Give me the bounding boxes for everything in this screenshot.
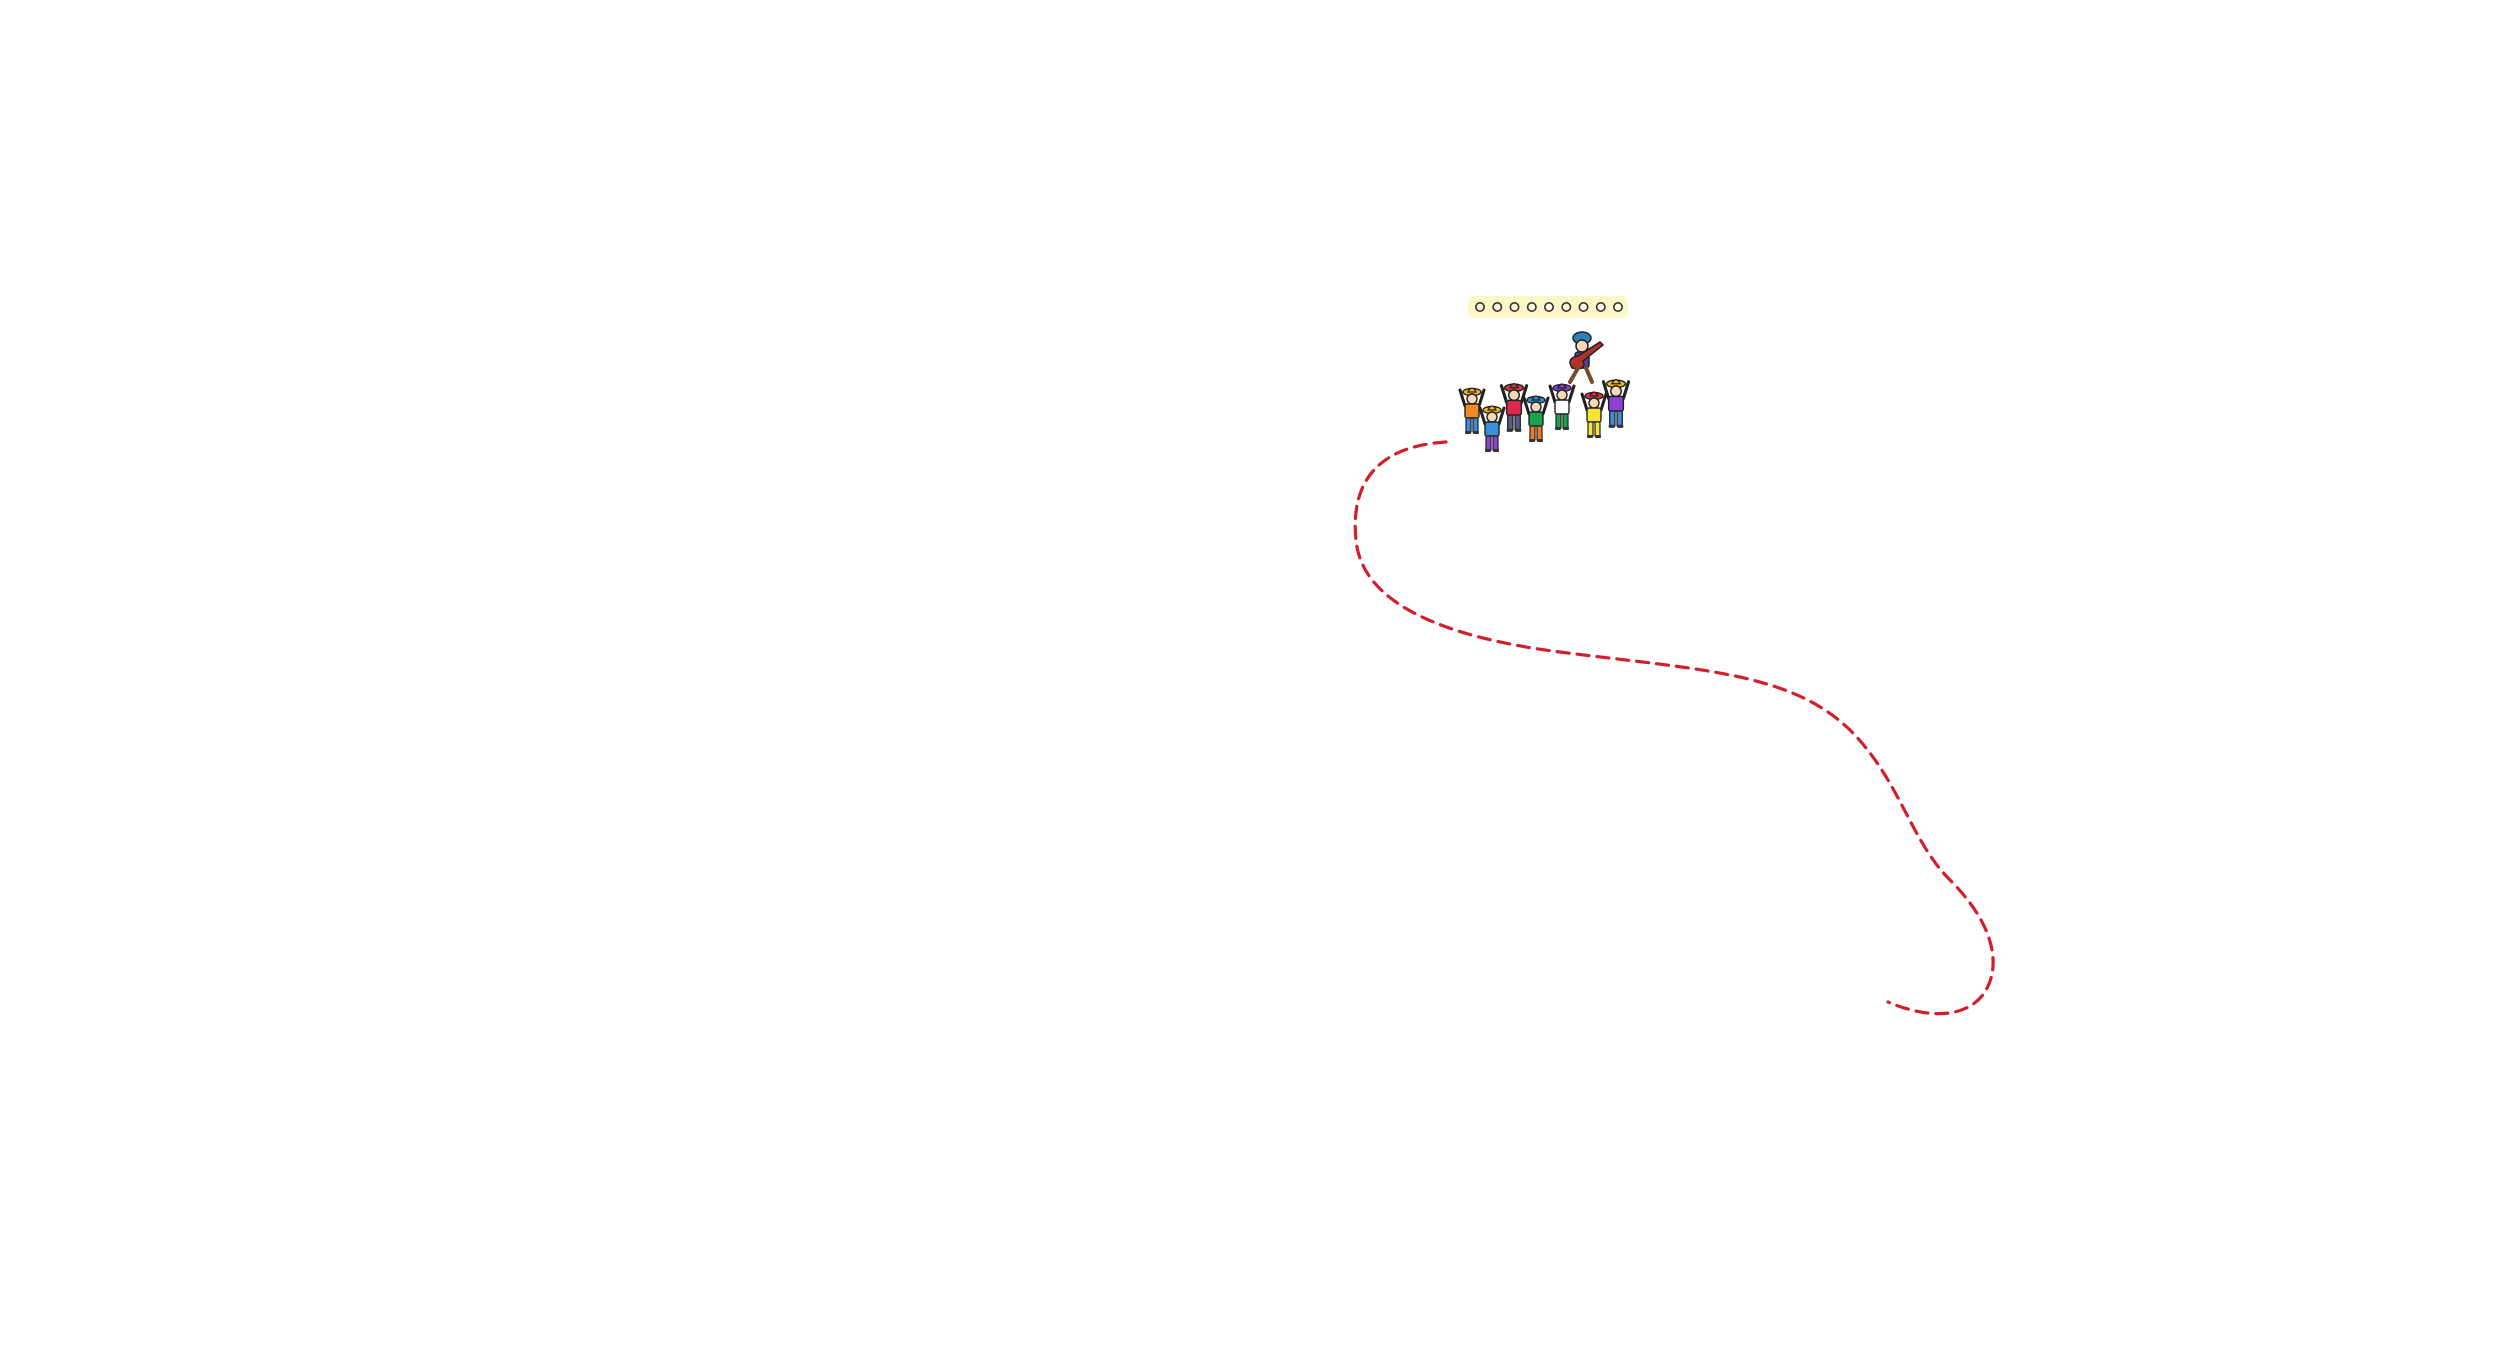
light-bulb-icon	[1595, 301, 1606, 312]
person-shoe-right	[1493, 449, 1499, 452]
hat-crown	[1531, 395, 1541, 401]
arm-left	[1548, 384, 1557, 404]
person-leg-right	[1562, 413, 1569, 429]
cheering-person-figure	[1522, 395, 1550, 442]
person-leg-left	[1465, 417, 1472, 433]
arm-right	[1621, 380, 1631, 401]
person-shirt	[1464, 403, 1480, 419]
person-shoe-left	[1529, 439, 1535, 442]
hat-crown	[1557, 383, 1567, 389]
person-shoe-left	[1485, 449, 1491, 452]
person-leg-right	[1536, 425, 1543, 441]
light-bulb-icon	[1613, 301, 1624, 312]
cheering-person-figure	[1548, 383, 1576, 430]
light-bulb-icon	[1492, 301, 1503, 312]
hat-crown	[1487, 405, 1497, 411]
person-shirt	[1607, 395, 1625, 412]
person-shoe-left	[1587, 435, 1593, 438]
person-leg-right	[1472, 417, 1479, 433]
hat-crown	[1508, 382, 1520, 389]
guitar-performer-figure	[1568, 331, 1605, 384]
person-head	[1530, 401, 1542, 413]
person-shirt	[1505, 399, 1523, 416]
performer-leg-left	[1568, 366, 1580, 384]
arm-right	[1599, 392, 1608, 412]
person-head	[1466, 393, 1478, 405]
arm-left	[1580, 392, 1589, 412]
guitar-icon	[1569, 341, 1605, 370]
dashed-trail-path	[1353, 440, 1995, 1016]
person-shoe-right	[1515, 428, 1522, 432]
person-leg-left	[1529, 425, 1536, 441]
person-shoe-left	[1506, 428, 1513, 432]
cheering-crowd	[1458, 378, 1631, 452]
person-leg-left	[1609, 410, 1616, 427]
person-head	[1610, 385, 1622, 398]
person-shoe-left	[1465, 431, 1471, 434]
light-bulb-icon	[1578, 301, 1589, 312]
person-leg-left	[1507, 414, 1514, 431]
person-shoe-left	[1555, 427, 1561, 430]
cheering-person-figure	[1580, 391, 1608, 438]
person-head	[1556, 389, 1568, 401]
light-bulb-icon	[1544, 301, 1555, 312]
person-leg-right	[1594, 421, 1601, 437]
person-head	[1486, 411, 1498, 423]
cheering-person-figure	[1458, 387, 1486, 434]
arm-right	[1497, 406, 1506, 426]
person-leg-left	[1587, 421, 1594, 437]
cheering-person-figure	[1478, 405, 1506, 452]
person-shoe-right	[1473, 431, 1479, 434]
person-shoe-right	[1537, 439, 1543, 442]
performer-leg-right	[1584, 366, 1594, 384]
arm-left	[1458, 388, 1467, 408]
string-lights-banner	[1468, 296, 1628, 318]
person-leg-right	[1616, 410, 1623, 427]
light-bulb-icon	[1526, 301, 1537, 312]
person-shirt	[1586, 407, 1602, 423]
arm-left	[1499, 384, 1509, 405]
person-shoe-left	[1608, 424, 1615, 428]
arm-left	[1478, 406, 1487, 426]
light-bulb-icon	[1509, 301, 1520, 312]
person-shirt	[1528, 411, 1544, 427]
person-leg-left	[1555, 413, 1562, 429]
person-leg-right	[1492, 435, 1499, 451]
person-shirt	[1554, 399, 1570, 415]
person-head	[1588, 397, 1600, 409]
hat-crown	[1610, 378, 1622, 385]
arm-right	[1567, 384, 1576, 404]
arm-right	[1519, 384, 1529, 405]
light-bulb-icon	[1475, 301, 1486, 312]
hat-crown	[1467, 387, 1477, 393]
person-shoe-right	[1563, 427, 1569, 430]
person-head	[1508, 389, 1520, 402]
arm-right	[1477, 388, 1486, 408]
person-shoe-right	[1595, 435, 1601, 438]
person-shoe-right	[1617, 424, 1624, 428]
person-leg-left	[1485, 435, 1492, 451]
arm-right	[1541, 396, 1550, 416]
cheering-person-figure	[1499, 382, 1529, 432]
arm-left	[1601, 380, 1611, 401]
cheering-person-figure	[1601, 378, 1631, 428]
light-bulbs	[1475, 301, 1624, 312]
person-shirt	[1484, 421, 1500, 437]
arm-left	[1522, 396, 1531, 416]
light-bulb-icon	[1561, 301, 1572, 312]
hat-crown	[1589, 391, 1599, 397]
person-leg-right	[1514, 414, 1521, 431]
